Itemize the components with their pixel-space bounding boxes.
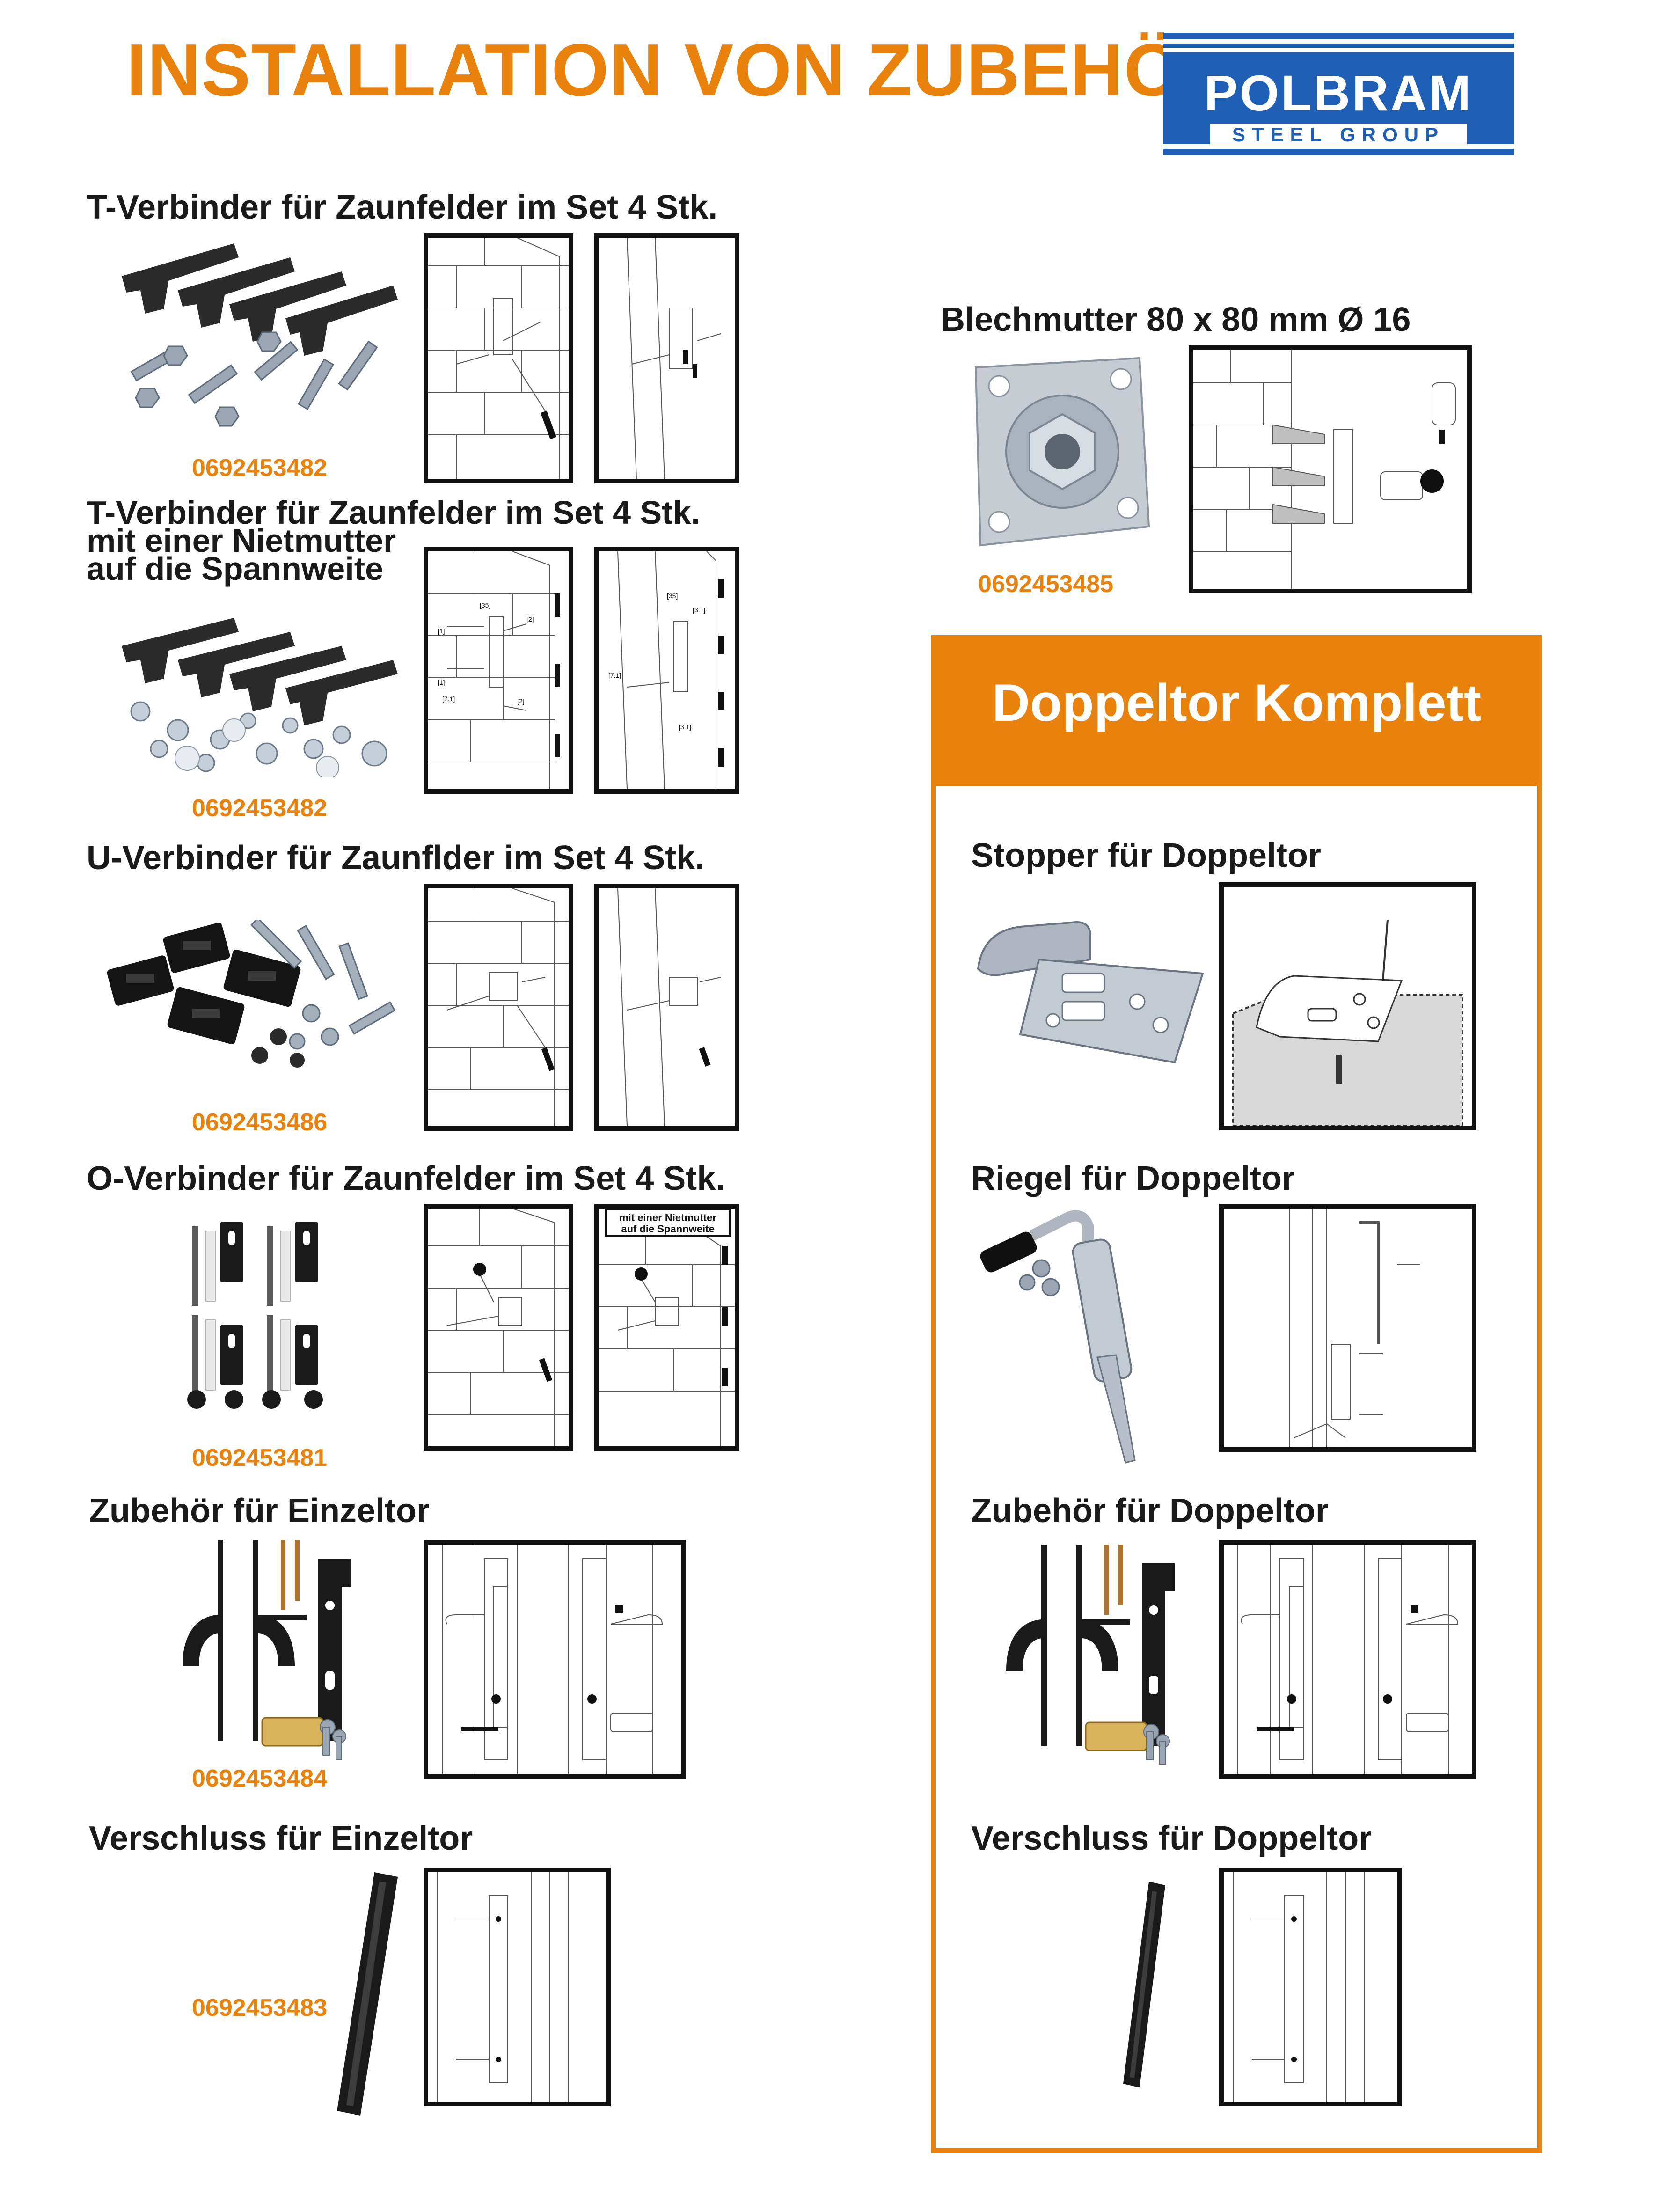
single-gate-latch-image [328,1872,407,2116]
diagram-label: [1] [438,627,445,635]
install-diagram-u-2 [594,884,739,1131]
stopper-product-image [969,903,1212,1072]
product-code: 0692453484 [192,1765,328,1792]
u-connector-product-image [101,920,400,1079]
section-heading-einzeltor-zubehor: Zubehör für Einzeltor [89,1492,430,1530]
install-diagram-single-gate [424,1540,686,1779]
t-connector-rivet-product-image [112,618,402,777]
install-diagram-rivet-2: [35] [3.1] [7.1] [3.1] [594,547,739,794]
diagram-label: [35] [480,601,490,609]
brand-logo: POLBRAM STEEL GROUP [1163,33,1514,155]
section-heading-einzeltor-verschluss: Verschluss für Einzeltor [89,1820,473,1857]
section-heading-o-verbinder: O-Verbinder für Zaunfelder im Set 4 Stk. [87,1160,725,1197]
product-code: 0692453485 [978,571,1114,598]
logo-subtitle: STEEL GROUP [1210,124,1467,146]
install-diagram-u-1 [424,884,573,1131]
rivet-note: mit einer Nietmutter auf die Spannweite [605,1209,731,1237]
note-line: auf die Spannweite [621,1223,715,1235]
install-diagram-double-gate [1219,1540,1476,1779]
heading-line: mit einer Nietmutter [87,522,396,559]
single-gate-hardware-image [173,1540,360,1760]
install-diagram-post [594,233,739,483]
diagram-label: [1] [438,679,445,686]
section-heading-t-verbinder-niet: T-Verbinder für Zaunfelder im Set 4 Stk.… [87,494,700,587]
install-diagram-o-2: mit einer Nietmutter auf die Spannweite [594,1204,739,1451]
section-heading-doppeltor-zubehor: Zubehör für Doppeltor [971,1492,1329,1530]
diagram-label: [3.1] [693,606,705,614]
logo-name: POLBRAM [1204,65,1473,121]
double-gate-hardware-image [997,1545,1184,1765]
section-heading-u-verbinder: U-Verbinder für Zaunflder im Set 4 Stk. [87,839,705,877]
double-gate-header: Doppeltor Komplett [931,635,1542,786]
section-heading-blechmutter: Blechmutter 80 x 80 mm Ø 16 [941,301,1411,338]
install-diagram-rivet-1: [1] [35] [2] [1] [7.1] [2] [424,547,573,794]
plate-nut-product-image [966,349,1154,550]
diagram-label: [3.1] [679,723,691,731]
section-heading-t-verbinder: T-Verbinder für Zaunfelder im Set 4 Stk. [87,189,718,226]
install-diagram-brick-wall [424,233,573,483]
section-heading-doppeltor-verschluss: Verschluss für Doppeltor [971,1820,1372,1857]
note-line: mit einer Nietmutter [619,1212,716,1223]
heading-line: T-Verbinder für Zaunfelder im Set 4 Stk. [87,494,700,531]
heading-line: auf die Spannweite [87,550,383,587]
t-connector-product-image [112,239,402,440]
o-connector-product-image [178,1212,346,1414]
product-code: 0692453482 [192,454,328,482]
double-gate-title: Doppeltor Komplett [992,674,1482,732]
product-code: 0692453486 [192,1109,328,1136]
product-code: 0692453483 [192,1994,328,2022]
page-title: INSTALLATION VON ZUBEHÖR [126,29,1236,111]
install-diagram-bolt [1219,1204,1476,1452]
install-diagram-stopper [1219,882,1476,1130]
diagram-label: [2] [526,615,534,623]
product-code: 0692453482 [192,795,328,822]
install-diagram-single-latch [424,1868,611,2106]
double-gate-latch-image [1118,1882,1170,2087]
section-heading-stopper: Stopper für Doppeltor [971,837,1321,874]
install-diagram-double-latch [1219,1868,1402,2106]
diagram-label: [2] [517,697,525,705]
diagram-label: [7.1] [608,672,621,679]
install-diagram-plate-nut [1189,345,1472,593]
diagram-label: [7.1] [442,695,455,703]
diagram-label: [35] [667,592,678,600]
bolt-product-image [976,1208,1219,1470]
section-heading-riegel: Riegel für Doppeltor [971,1160,1295,1197]
product-code: 0692453481 [192,1444,328,1472]
install-diagram-o-1 [424,1204,573,1451]
